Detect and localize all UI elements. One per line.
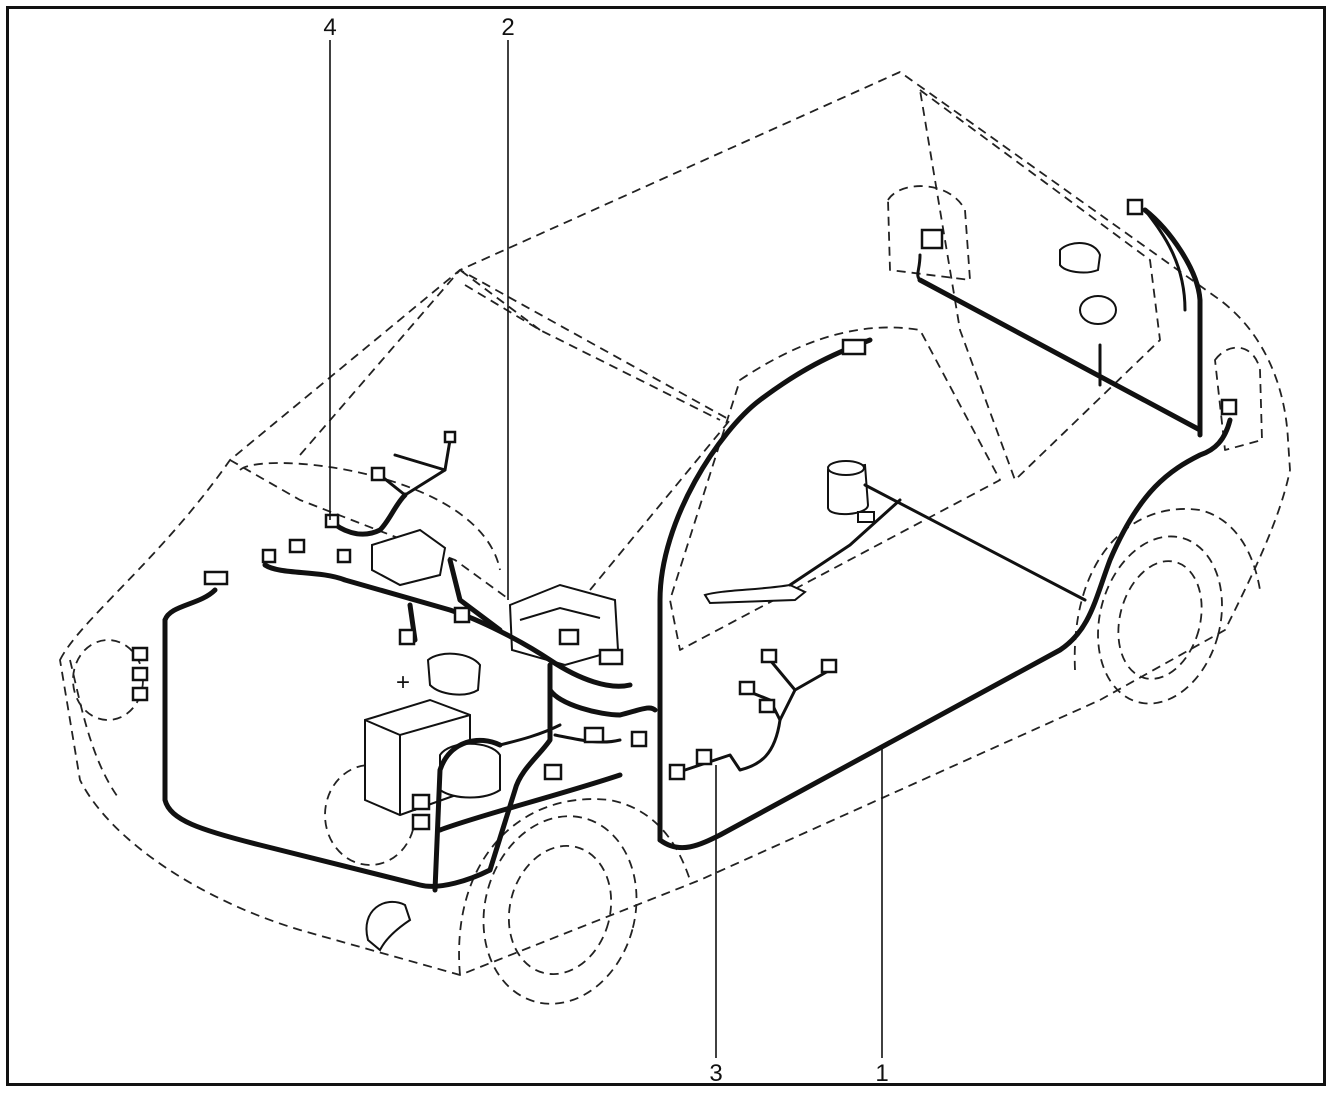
horn-icon bbox=[365, 900, 412, 952]
rear-lamp-right bbox=[1214, 346, 1263, 451]
rear-wheel bbox=[1073, 508, 1261, 705]
car-body-outline bbox=[59, 71, 1291, 976]
harness-2-engine bbox=[162, 587, 658, 893]
callout-leaders bbox=[329, 40, 883, 1058]
harness-4-dashboard bbox=[262, 438, 633, 689]
callout-label-2: 2 bbox=[501, 14, 515, 41]
callout-label-3: 3 bbox=[709, 1060, 723, 1087]
fuse-box bbox=[508, 583, 620, 667]
connectors bbox=[131, 198, 1238, 831]
wiper-motor-icon bbox=[426, 652, 482, 696]
front-wheel bbox=[458, 798, 691, 1005]
tailgate-lock-icon bbox=[1079, 295, 1117, 325]
rear-lamp-left bbox=[887, 185, 971, 281]
battery-plus-label: + bbox=[396, 669, 410, 696]
handbrake-icon bbox=[703, 583, 807, 605]
callout-label-4: 4 bbox=[323, 14, 337, 41]
harness-1-body bbox=[657, 207, 1233, 851]
callout-label-1: 1 bbox=[875, 1060, 889, 1087]
relay-block bbox=[371, 528, 447, 587]
rear-wiper-motor-icon bbox=[1059, 242, 1102, 274]
fuel-sender-icon bbox=[827, 460, 875, 523]
